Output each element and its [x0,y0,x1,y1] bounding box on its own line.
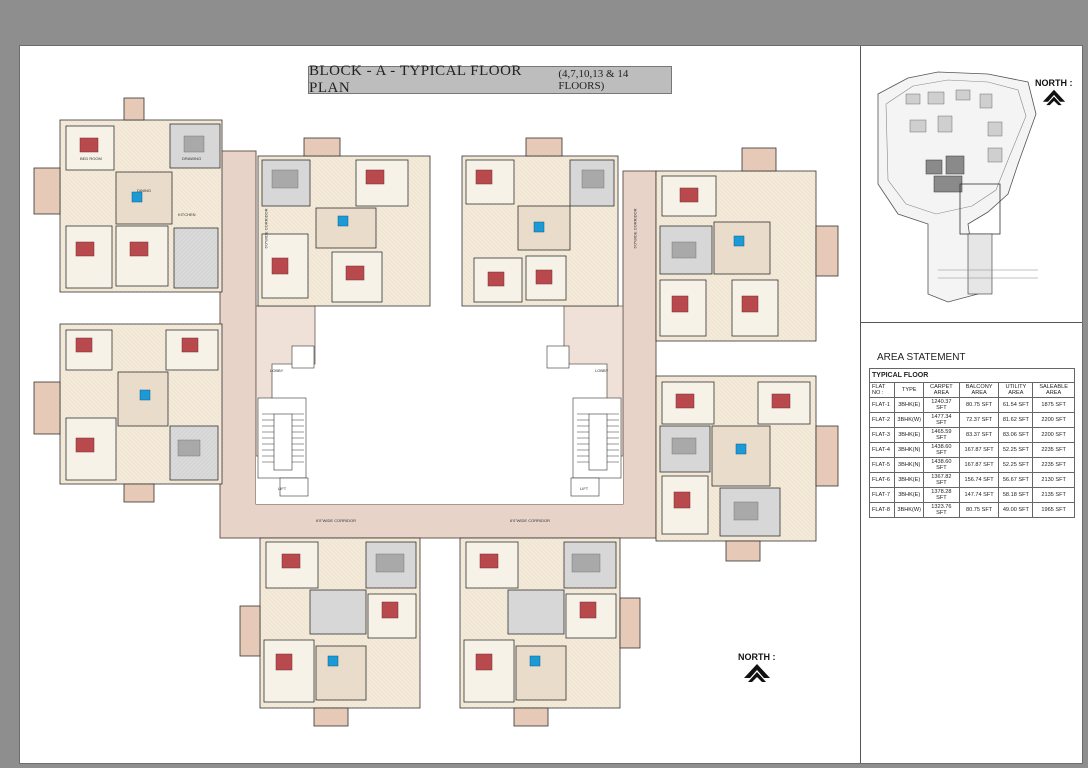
table-cell: 83.06 SFT [998,427,1034,443]
table-cell: 1378.28 SFT [923,487,960,503]
area-statement-subtitle: TYPICAL FLOOR [869,368,1075,383]
corridor-label-bottom-left: 6'0"WIDE CORRIDOR [316,518,356,523]
north-arrow-icon [1042,89,1065,106]
corridor-label-bottom-right: 6'0"WIDE CORRIDOR [510,518,550,523]
corridor-label-left: 6'0"WIDE CORRIDOR [263,208,269,249]
room-label-kitchen: KITCHEN [178,212,196,217]
table-cell: FLAT-4 [868,442,896,458]
table-cell: 1875 SFT [1032,397,1075,413]
lobby-label-left: LOBBY [270,368,284,373]
table-cell: 3BHK(N) [894,442,925,458]
area-statement-header-row: FLAT NO : TYPE CARPET AREA BALCONY AREA … [868,382,1075,398]
drawing-sheet: BLOCK - A - TYPICAL FLOOR PLAN (4,7,10,1… [19,45,1083,764]
table-cell: 49.00 SFT [998,502,1034,518]
room-label-dining: DINING [137,188,151,193]
table-cell: 2200 SFT [1032,427,1075,443]
table-cell: 3BHK(W) [894,502,925,518]
plan-title-main: BLOCK - A - TYPICAL FLOOR PLAN [309,63,522,96]
sheet-divider-horizontal [860,322,1082,323]
table-cell: 3BHK(N) [894,457,925,473]
header-type: TYPE [894,382,925,398]
table-cell: 2130 SFT [1032,472,1075,488]
table-cell: 2135 SFT [1032,487,1075,503]
table-cell: 58.18 SFT [998,487,1034,503]
north-indicator-plan: NORTH : [738,652,776,695]
table-cell: FLAT-7 [868,487,896,503]
table-cell: FLAT-8 [868,502,896,518]
table-cell: FLAT-5 [868,457,896,473]
table-cell: 2235 SFT [1032,442,1075,458]
table-cell: FLAT-6 [868,472,896,488]
sofa-markers [177,135,759,573]
area-statement-table: TYPICAL FLOOR FLAT NO : TYPE CARPET AREA… [868,368,1075,518]
table-cell: 72.37 SFT [958,412,1000,428]
header-flat-no: FLAT NO : [868,382,896,398]
table-cell: FLAT-2 [868,412,896,428]
header-balcony-area: BALCONY AREA [958,382,1000,398]
header-saleable-area: SALEABLE AREA [1032,382,1075,398]
table-cell: 3BHK(W) [894,412,925,428]
floor-plan-drawing [33,97,839,727]
header-utility-area: UTILITY AREA [998,382,1034,398]
table-cell: 2235 SFT [1032,457,1075,473]
north-indicator-map: NORTH : [1035,78,1073,117]
floor-plan: BLOCK - A - TYPICAL FLOOR PLAN (4,7,10,1… [20,46,860,763]
table-cell: 1465.59 SFT [923,427,960,443]
room-label-bedroom: BED ROOM [80,156,102,161]
bed-markers [75,137,791,671]
dining-markers [131,191,747,667]
table-cell: 3BHK(E) [894,487,925,503]
table-cell: 3BHK(E) [894,427,925,443]
table-cell: 80.75 SFT [958,502,1000,518]
table-cell: 156.74 SFT [958,472,1000,488]
table-cell: 52.25 SFT [998,442,1034,458]
north-label-plan: NORTH : [738,652,776,662]
table-cell: 2200 SFT [1032,412,1075,428]
table-cell: 83.37 SFT [958,427,1000,443]
lift-label-right: LIFT [580,486,589,491]
table-cell: 167.87 SFT [958,442,1000,458]
table-cell: 1965 SFT [1032,502,1075,518]
staircase-left [257,397,309,497]
table-cell: 3BHK(E) [894,472,925,488]
plan-title: BLOCK - A - TYPICAL FLOOR PLAN (4,7,10,1… [308,63,672,96]
table-cell: 1438.60 SFT [923,442,960,458]
lift-label-left: LIFT [278,486,287,491]
table-cell: 56.67 SFT [998,472,1034,488]
lobby-label-right: LOBBY [595,368,609,373]
table-cell: 1323.76 SFT [923,502,960,518]
staircase-right [570,397,622,497]
table-cell: 61.54 SFT [998,397,1034,413]
north-label-map: NORTH : [1035,78,1073,88]
table-cell: 167.87 SFT [958,457,1000,473]
sheet-divider-vertical [860,46,861,763]
table-cell: 147.74 SFT [958,487,1000,503]
area-statement-title: AREA STATEMENT [877,352,966,363]
table-cell: 1477.34 SFT [923,412,960,428]
table-cell: 52.25 SFT [998,457,1034,473]
table-cell: 1367.82 SFT [923,472,960,488]
table-cell: FLAT-1 [868,397,896,413]
table-cell: 1438.60 SFT [923,457,960,473]
table-cell: FLAT-3 [868,427,896,443]
north-arrow-icon [743,664,770,682]
table-cell: 81.62 SFT [998,412,1034,428]
table-cell: 3BHK(E) [894,397,925,413]
corridor-label-right: 6'0"WIDE CORRIDOR [632,208,638,249]
room-label-drawing: DRAWING [182,156,202,161]
table-cell: 1240.37 SFT [923,397,960,413]
plan-title-sub: (4,7,10,13 & 14 FLOORS) [558,68,629,92]
header-carpet-area: CARPET AREA [923,382,960,398]
flat-top-left [33,97,223,293]
key-plan-map [877,71,1038,303]
table-cell: 80.75 SFT [958,397,1000,413]
